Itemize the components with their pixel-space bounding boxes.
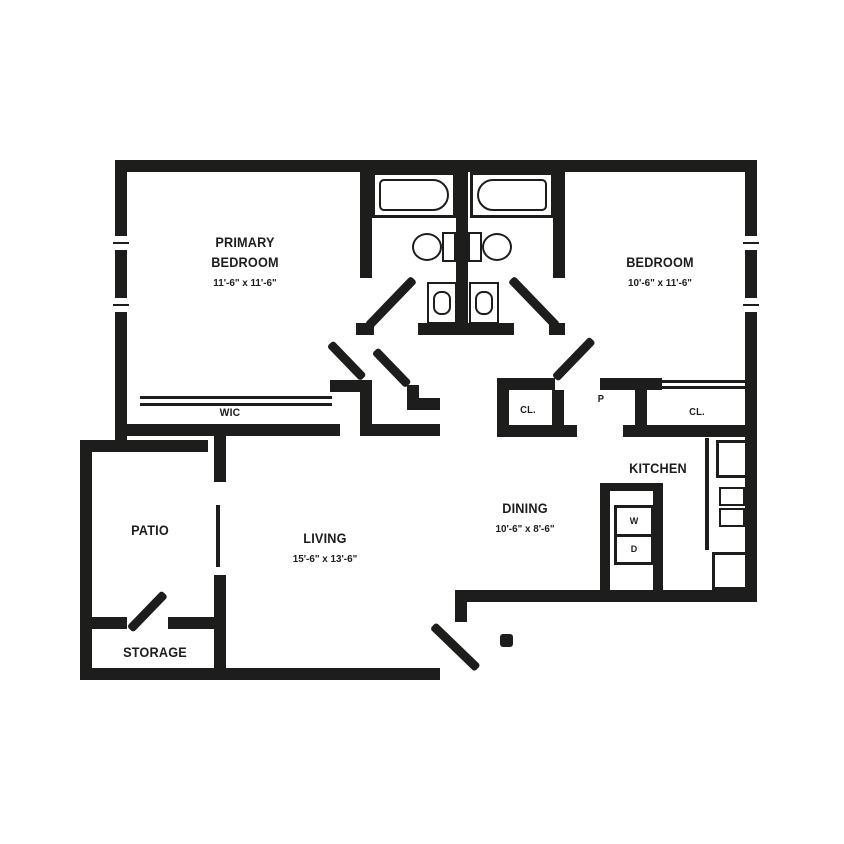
toilet-left-bowl <box>412 233 442 261</box>
closet-left-label: CL. <box>520 405 536 416</box>
wall <box>214 575 226 668</box>
wall <box>360 160 372 278</box>
sink-left <box>427 282 457 324</box>
wall <box>455 590 467 622</box>
wall <box>418 323 514 335</box>
patio-sliding-door <box>216 505 220 567</box>
room-name: LIVING <box>303 531 347 546</box>
closet-right-label: CL. <box>689 407 705 418</box>
hall-door <box>371 347 412 389</box>
wall <box>407 398 440 410</box>
wall <box>600 378 662 390</box>
wall <box>92 617 127 629</box>
wall <box>553 160 565 278</box>
closet-sliding-door <box>655 386 745 389</box>
room-dims: 10'-6" x 8'-6" <box>495 523 555 535</box>
closet-door-line <box>512 380 542 383</box>
room-dims: 10'-6" x 11'-6" <box>627 277 692 289</box>
wic-sliding-door <box>140 396 332 399</box>
window-line <box>743 242 759 244</box>
wall <box>455 590 757 602</box>
wall <box>168 617 214 629</box>
wall <box>80 440 208 452</box>
refrigerator <box>716 440 748 478</box>
wall <box>115 160 757 172</box>
wall <box>214 430 226 482</box>
kitchen-sink-basin <box>719 508 745 527</box>
wall <box>360 380 372 436</box>
bedroom-door <box>551 336 596 382</box>
room-name: DINING <box>502 501 548 516</box>
toilet-right-tank <box>468 232 482 262</box>
wall <box>456 160 468 335</box>
storage-label: STORAGE <box>123 645 187 660</box>
wall <box>600 483 610 590</box>
closet-door-line <box>512 386 542 389</box>
wall <box>80 668 440 680</box>
window-line <box>113 242 129 244</box>
bathroom-left-door <box>364 275 418 330</box>
wall <box>80 440 92 680</box>
wall <box>115 424 340 436</box>
wall <box>745 160 757 602</box>
toilet-left-tank <box>442 232 456 262</box>
pantry-label: P <box>597 394 605 405</box>
room-dims: 15'-6" x 13'-6" <box>292 553 358 565</box>
washer-dryer-divider <box>617 534 651 537</box>
room-name: PRIMARY <box>215 235 275 250</box>
kitchen-counter-edge <box>705 438 709 550</box>
wall <box>497 425 577 437</box>
closet-sliding-door <box>655 380 745 383</box>
sink-basin <box>433 291 451 315</box>
room-name: BEDROOM <box>211 255 279 270</box>
kitchen-label: KITCHEN <box>629 461 687 476</box>
wic-sliding-door <box>140 403 332 406</box>
room-dims: 11'-6" x 11'-6" <box>213 277 277 289</box>
entry-door-dot <box>500 634 513 647</box>
bathtub-basin <box>379 179 449 211</box>
storage-door <box>126 590 168 633</box>
washer-label: W <box>629 516 639 526</box>
bathtub-right <box>470 172 554 218</box>
wall <box>653 483 663 590</box>
wall <box>600 483 660 491</box>
kitchen-sink-basin <box>719 487 745 506</box>
washer-dryer-unit: W D <box>614 505 654 565</box>
bedroom-label: BEDROOM 10'-6" x 11'-6" <box>580 253 740 293</box>
window-line <box>743 304 759 306</box>
bathroom-right-door <box>507 275 561 330</box>
entry-door <box>429 622 481 672</box>
bathtub-left <box>372 172 456 218</box>
patio-label: PATIO <box>131 523 169 538</box>
sink-right <box>469 282 499 324</box>
wic-label: WIC <box>219 407 241 419</box>
dryer-label: D <box>630 544 638 554</box>
wall <box>623 425 757 437</box>
stove <box>712 552 748 590</box>
sink-basin <box>475 291 493 315</box>
toilet-right-bowl <box>482 233 512 261</box>
living-label: LIVING 15'-6" x 13'-6" <box>255 529 396 569</box>
wall <box>361 424 440 436</box>
bathtub-basin <box>477 179 547 211</box>
window-line <box>113 304 129 306</box>
primary-bedroom-label: PRIMARY BEDROOM 11'-6" x 11'-6" <box>165 233 325 293</box>
dining-label: DINING 10'-6" x 8'-6" <box>459 499 591 539</box>
primary-bedroom-door <box>326 340 367 382</box>
room-name: BEDROOM <box>626 255 694 270</box>
